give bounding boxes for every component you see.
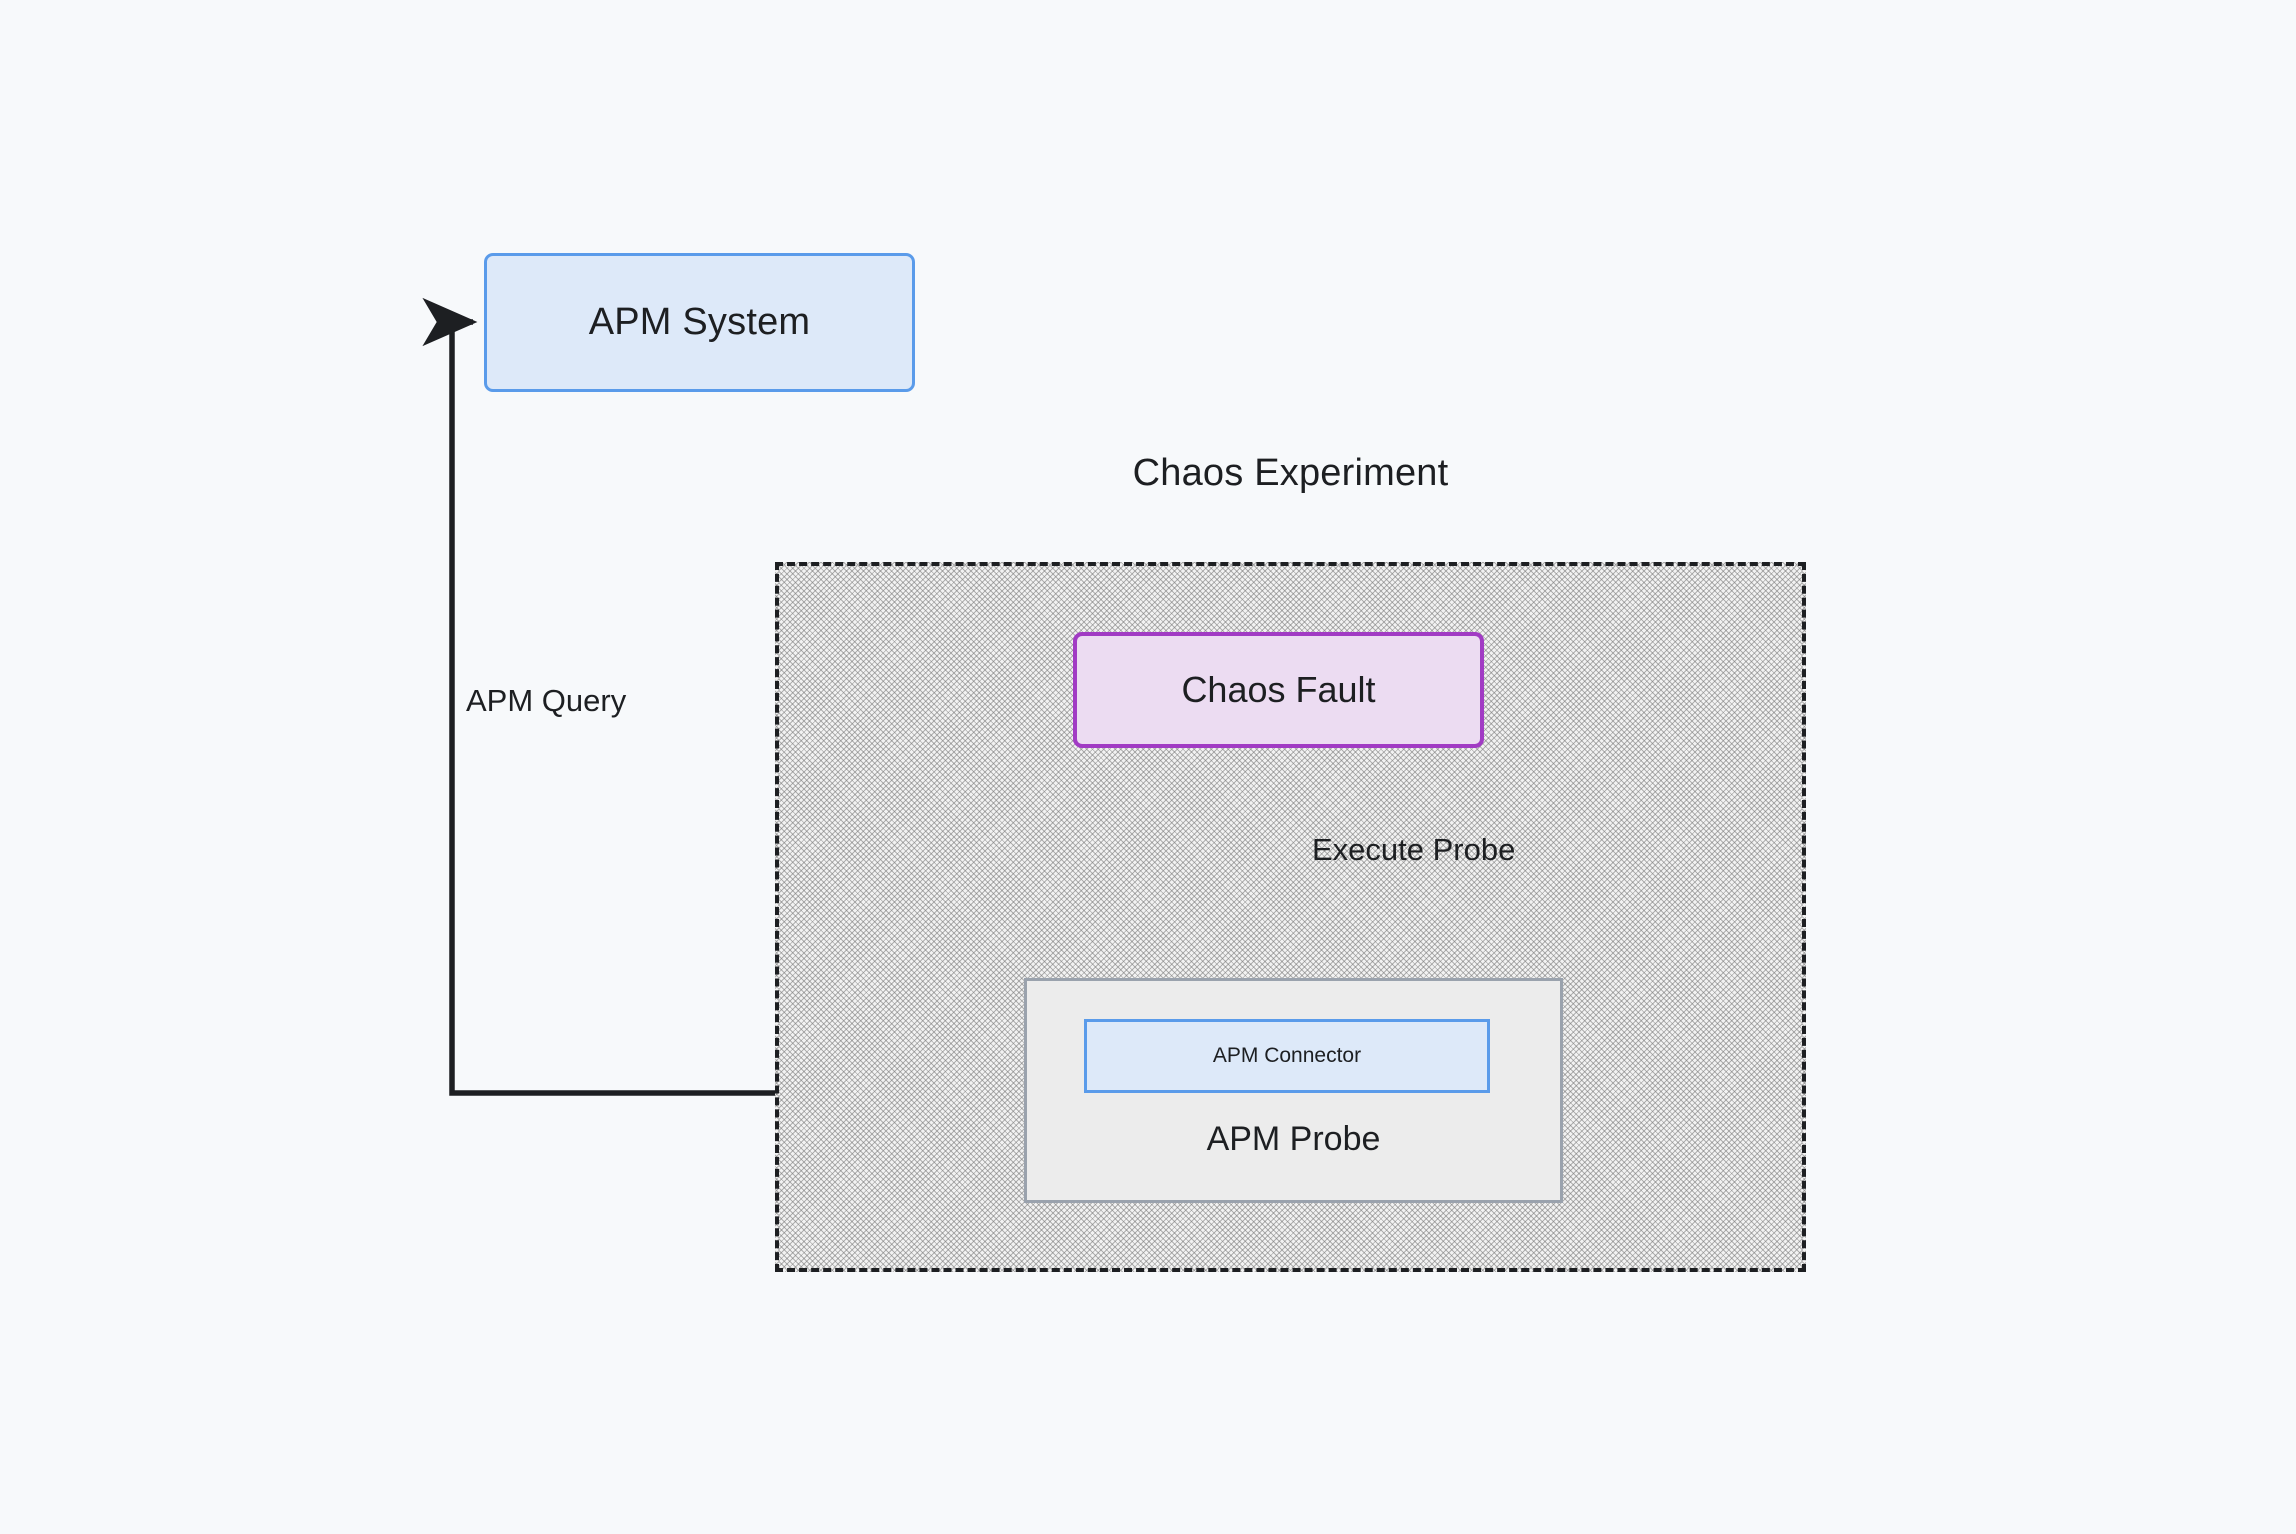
node-apm-system-label: APM System [588,300,811,343]
node-apm-probe[interactable]: APM Connector APM Probe [1024,978,1563,1203]
edge-label-apm-query: APM Query [466,683,627,718]
edge-label-execute-probe: Execute Probe [1312,832,1516,867]
node-chaos-fault-label: Chaos Fault [1181,669,1376,711]
node-apm-probe-label: APM Probe [1206,1120,1381,1158]
node-apm-system[interactable]: APM System [484,253,915,392]
node-apm-connector-label: APM Connector [1212,1044,1362,1068]
node-chaos-fault[interactable]: Chaos Fault [1073,632,1484,748]
node-apm-connector[interactable]: APM Connector [1084,1019,1490,1093]
group-title-chaos-experiment: Chaos Experiment [1132,452,1449,494]
